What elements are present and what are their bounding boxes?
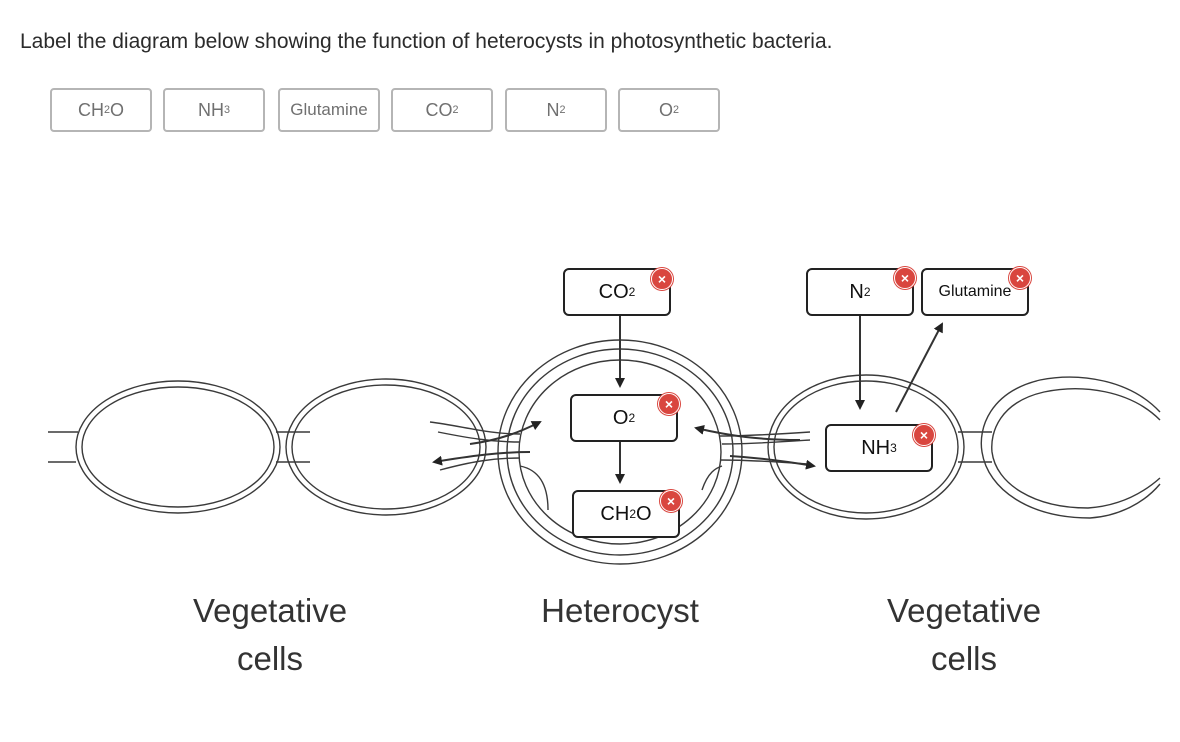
question-text: Label the diagram below showing the func… [20, 30, 833, 53]
pore-left-bottom-b [519, 465, 549, 511]
label-subscript: 2 [628, 411, 636, 425]
vegetative-cell-1-outer [75, 380, 281, 514]
caption-heterocyst: Heterocyst [500, 587, 740, 635]
chip-subscript: 2 [673, 104, 680, 116]
arrow-left-out-of-heterocyst [432, 451, 531, 466]
arrow-right-into-heterocyst [694, 424, 801, 441]
pore-left-bottom-a [439, 457, 521, 471]
label-text: O [612, 406, 629, 429]
chip-subscript: 2 [452, 104, 459, 116]
label-text: CO [598, 280, 629, 303]
incorrect-icon[interactable]: × [1009, 267, 1031, 289]
label-text: NH [861, 436, 891, 459]
cell-walls [48, 339, 1161, 565]
caption-vegetative-cells-left: Vegetative cells [150, 587, 390, 683]
label-text: Glutamine [938, 283, 1012, 300]
chip-text: CH [77, 99, 104, 120]
pore-left-top-b [437, 431, 521, 443]
incorrect-icon[interactable]: × [913, 424, 935, 446]
vegetative-cell-3-outer [767, 374, 965, 520]
pore-right-top-b [721, 439, 811, 445]
incorrect-icon[interactable]: × [660, 490, 682, 512]
pore-right-bottom-b [701, 465, 723, 491]
chip-text: CO [425, 99, 453, 120]
chip-subscript: 3 [223, 104, 230, 116]
chip-text-tail: O [110, 99, 125, 120]
caption-line: Vegetative [886, 592, 1042, 629]
label-subscript: 2 [628, 285, 636, 299]
pore-right-top-a [719, 431, 811, 437]
incorrect-icon[interactable]: × [658, 393, 680, 415]
caption-line: Heterocyst [541, 592, 699, 629]
vegetative-cell-2-inner [291, 384, 481, 510]
label-text: CH [600, 502, 630, 525]
vegetative-cell-4-outer [980, 376, 1161, 519]
caption-line: cells [236, 640, 304, 677]
chip-subscript: 2 [103, 104, 110, 116]
arrow-left-into-heterocyst [469, 421, 542, 445]
chip-text: NH [197, 99, 224, 120]
vegetative-cell-4-inner [991, 388, 1161, 509]
incorrect-icon[interactable]: × [651, 268, 673, 290]
septum-3 [958, 431, 992, 463]
chip-text: N [546, 99, 560, 120]
septum-1 [276, 431, 310, 463]
label-text: N [849, 280, 864, 303]
arrow-nh3-to-glutamine [895, 322, 943, 413]
chip-subscript: 2 [559, 104, 566, 116]
caption-vegetative-cells-right: Vegetative cells [844, 587, 1084, 683]
label-subscript: 3 [890, 441, 897, 455]
chip-text: Glutamine [290, 100, 368, 119]
vegetative-cell-3-inner [773, 380, 959, 514]
label-text-tail: O [636, 502, 652, 525]
caption-line: cells [930, 640, 998, 677]
caption-line: Vegetative [192, 592, 348, 629]
chip-text: O [658, 99, 673, 120]
bank-chip-glutamine[interactable]: Glutamine [278, 88, 380, 132]
incorrect-icon[interactable]: × [894, 267, 916, 289]
arrow-right-out-of-heterocyst [729, 455, 816, 470]
label-subscript: 2 [629, 507, 636, 521]
flow-arrows [432, 316, 943, 484]
vegetative-cell-2-outer [285, 378, 487, 516]
vegetative-cell-1-inner [81, 386, 275, 508]
label-subscript: 2 [863, 285, 871, 299]
